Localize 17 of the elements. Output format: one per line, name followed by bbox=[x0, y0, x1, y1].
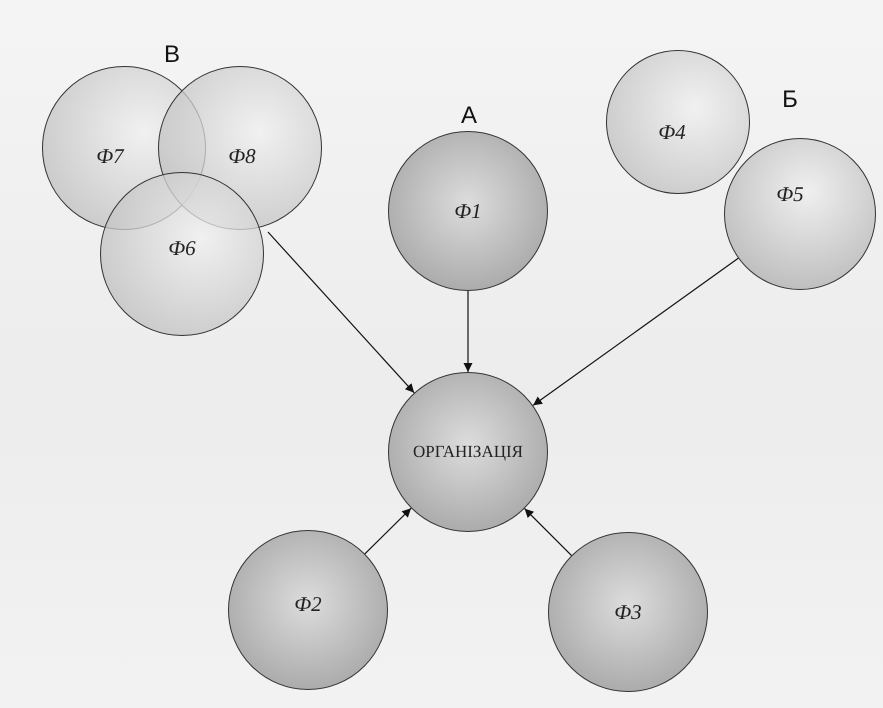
arrow bbox=[524, 508, 572, 556]
arrow bbox=[532, 258, 739, 406]
node-label: Ф5 bbox=[776, 182, 804, 206]
arrow bbox=[364, 508, 412, 554]
node-label: Ф1 bbox=[454, 198, 482, 224]
node-label: Ф4 bbox=[658, 120, 686, 144]
group-letter: В bbox=[164, 41, 180, 69]
group-letter: Б bbox=[782, 86, 798, 114]
node-label: Ф7 bbox=[96, 144, 124, 168]
node-label: Ф2 bbox=[294, 592, 322, 616]
group-letter: А bbox=[461, 102, 477, 130]
node-label: Ф6 bbox=[168, 236, 196, 260]
arrow bbox=[464, 291, 472, 372]
node-label: Ф8 bbox=[228, 144, 256, 168]
node-label: Ф3 bbox=[614, 600, 642, 624]
arrow bbox=[268, 232, 415, 394]
node-title: ОРГАНІЗАЦІЯ bbox=[413, 442, 523, 462]
